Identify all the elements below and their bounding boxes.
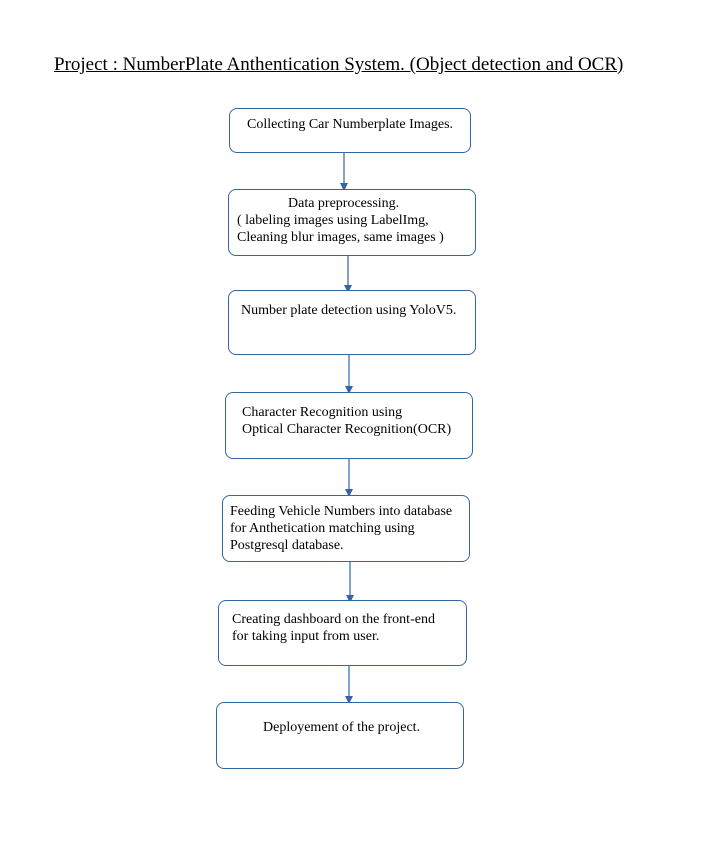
step-5-line-1: Feeding Vehicle Numbers into database <box>230 504 453 519</box>
step-box-collecting-images <box>229 108 471 153</box>
step-1-line-1: Collecting Car Numberplate Images. <box>247 117 454 132</box>
step-box-data-preprocessing <box>228 189 476 256</box>
step-4-line-2: Optical Character Recognition(OCR) <box>242 422 452 437</box>
step-6-line-1: Creating dashboard on the front-end <box>232 612 435 627</box>
step-2-line-3: Cleaning blur images, same images ) <box>237 230 444 245</box>
step-3-line-1: Number plate detection using YoloV5. <box>241 303 457 318</box>
step-2-line-2: ( labeling images using LabelImg, <box>237 213 429 228</box>
step-box-deployment <box>216 702 464 769</box>
step-5-line-3: Postgresql database. <box>230 538 344 553</box>
step-7-line-1: Deployement of the project. <box>263 720 421 735</box>
step-2-line-1: Data preprocessing. <box>288 196 400 211</box>
step-5-line-2: for Anthetication matching using <box>230 521 415 536</box>
step-box-database-feeding <box>222 495 470 562</box>
step-box-dashboard <box>218 600 467 666</box>
step-box-plate-detection <box>228 290 476 355</box>
step-6-line-2: for taking input from user. <box>232 629 380 644</box>
step-box-character-recognition <box>225 392 473 459</box>
step-4-line-1: Character Recognition using <box>242 405 403 420</box>
diagram-title: Project : NumberPlate Anthentication Sys… <box>54 54 624 75</box>
